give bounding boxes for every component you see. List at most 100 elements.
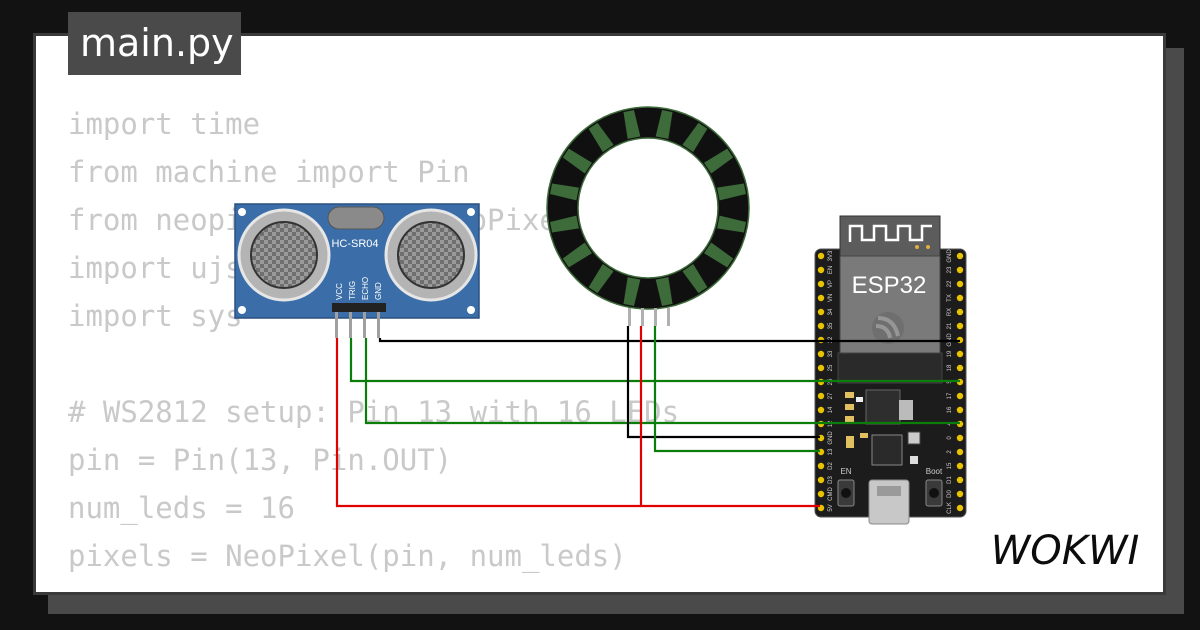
esp32-pin[interactable] — [956, 448, 964, 456]
esp32-pin[interactable] — [817, 280, 825, 288]
esp32-pin-label: D2 — [828, 462, 834, 470]
esp32-board[interactable]: ESP32 EN Boot 3V3ENVPVN34353233252627141… — [814, 215, 967, 525]
neopixel-ring[interactable] — [546, 106, 750, 326]
esp32-pin[interactable] — [817, 252, 825, 260]
ring-led — [562, 242, 592, 268]
esp32-pin[interactable] — [817, 392, 825, 400]
esp32-pin-label: CMD — [828, 487, 834, 501]
esp32-pin[interactable] — [956, 280, 964, 288]
pin-echo[interactable] — [363, 312, 366, 338]
esp32-pin[interactable] — [817, 350, 825, 358]
esp32-pin[interactable] — [956, 294, 964, 302]
esp32-pin-label: 13 — [828, 448, 834, 455]
esp32-pin-label: 27 — [828, 392, 834, 399]
esp32-pin[interactable] — [956, 392, 964, 400]
esp32-pin-label: 0 — [947, 436, 953, 440]
esp32-pin-label: 17 — [947, 392, 953, 399]
transducer-right — [384, 208, 478, 302]
sensor-label: HC-SR04 — [331, 238, 378, 250]
file-tab[interactable]: main.py — [68, 12, 241, 75]
ring-pin — [641, 308, 644, 326]
esp32-pin[interactable] — [956, 364, 964, 372]
pin-gnd[interactable] — [377, 312, 380, 338]
esp32-pin-label: 19 — [947, 350, 953, 357]
ring-pin — [654, 308, 657, 326]
esp32-pin-label: 18 — [947, 364, 953, 371]
esp32-pin-label: 33 — [828, 350, 834, 357]
esp32-pin-label: 23 — [947, 266, 953, 273]
pin-trig[interactable] — [349, 312, 352, 338]
esp32-label: ESP32 — [852, 272, 927, 299]
boot-button-label: Boot — [926, 467, 943, 476]
esp32-pin[interactable] — [817, 490, 825, 498]
usb-chip — [871, 434, 903, 466]
esp32-pin[interactable] — [956, 462, 964, 470]
wire-sensor-echo[interactable] — [364, 338, 960, 425]
esp32-pin[interactable] — [956, 252, 964, 260]
hc-sr04-sensor[interactable]: HC-SR04 VCC TRIG ECHO GND — [234, 203, 480, 338]
esp32-pin[interactable] — [956, 504, 964, 512]
esp32-pin-label: 3V3 — [828, 250, 834, 261]
wire-ring-data[interactable] — [653, 326, 820, 453]
wire-ring-gnd[interactable] — [626, 326, 820, 439]
wire-sensor-trig[interactable] — [349, 338, 960, 383]
smd — [846, 436, 854, 448]
esp32-pin-label: 16 — [947, 406, 953, 413]
ring-led — [562, 148, 592, 174]
esp32-pin[interactable] — [817, 266, 825, 274]
esp32-pin[interactable] — [817, 476, 825, 484]
smd — [845, 392, 854, 398]
esp32-pin[interactable] — [956, 350, 964, 358]
ring-led — [704, 242, 734, 268]
en-button-cap — [841, 488, 851, 498]
led-dot — [915, 245, 919, 249]
esp32-pin[interactable] — [817, 462, 825, 470]
esp32-pin[interactable] — [956, 308, 964, 316]
esp32-pin-label: 32 — [828, 336, 834, 343]
esp32-pin[interactable] — [817, 308, 825, 316]
esp32-pin[interactable] — [956, 322, 964, 330]
esp32-pin[interactable] — [956, 476, 964, 484]
esp32-pin[interactable] — [956, 406, 964, 414]
crystal — [327, 206, 385, 230]
pin-vcc[interactable] — [335, 312, 338, 338]
ring-led — [588, 122, 614, 152]
led-dot — [926, 245, 930, 249]
wires — [335, 326, 960, 508]
wire-sensor-gnd[interactable] — [378, 338, 960, 343]
esp32-pin-label: 5V — [828, 504, 834, 511]
boot-button-cap — [929, 488, 939, 498]
ring-led — [704, 148, 734, 174]
ring-pin — [667, 308, 670, 326]
esp32-pin[interactable] — [956, 266, 964, 274]
code-line: pin = Pin(13, Pin.OUT) — [68, 443, 453, 477]
smd — [907, 431, 921, 445]
ring-hole — [577, 137, 719, 279]
code-line: import time — [68, 107, 261, 141]
ring-led — [623, 110, 641, 139]
ring-leds — [550, 110, 746, 306]
smd — [860, 433, 868, 438]
esp32-pin[interactable] — [956, 490, 964, 498]
esp32-pin-label: 34 — [828, 308, 834, 315]
pin-label-vcc: VCC — [335, 283, 344, 300]
esp32-pin-label: D3 — [828, 476, 834, 484]
esp32-pin[interactable] — [817, 406, 825, 414]
esp32-pin[interactable] — [817, 322, 825, 330]
esp32-pin[interactable] — [817, 364, 825, 372]
wokwi-logo-text: WOKWI — [991, 528, 1140, 574]
esp32-pin[interactable] — [817, 294, 825, 302]
esp32-pin-label: 21 — [947, 322, 953, 329]
pin-label-gnd: GND — [374, 282, 383, 300]
esp32-pin-label: VP — [828, 280, 834, 288]
esp32-pin-label: 22 — [947, 280, 953, 287]
module-base — [837, 352, 943, 384]
transducer-left — [237, 208, 331, 302]
esp32-pin[interactable] — [956, 434, 964, 442]
wire-sensor-vcc[interactable] — [335, 338, 820, 508]
espressif-logo-icon — [872, 312, 904, 344]
esp32-pin-label: EN — [828, 266, 834, 274]
